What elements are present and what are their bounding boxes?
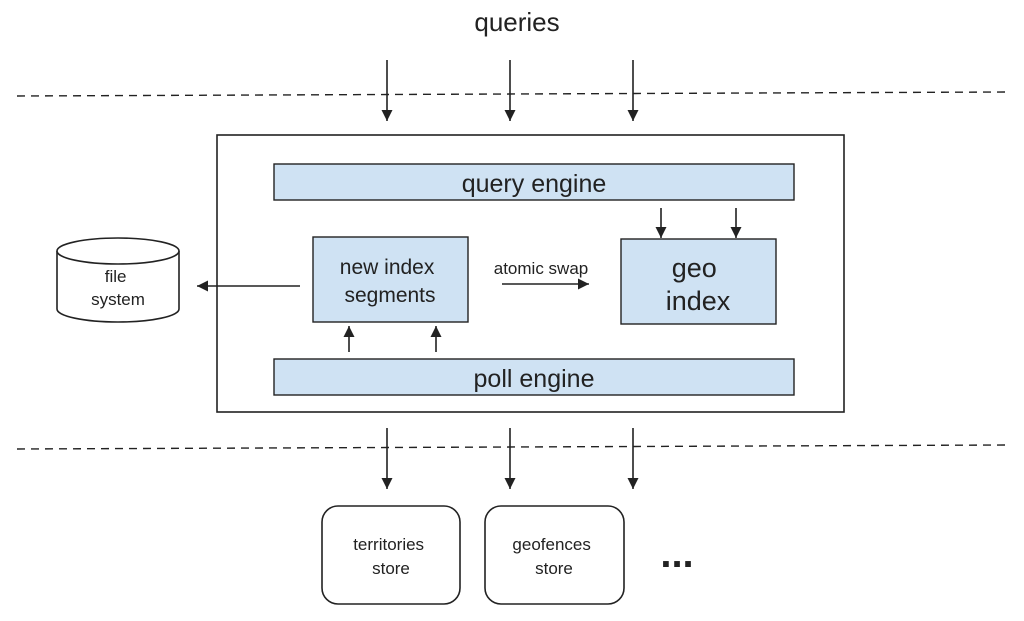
geo-index-line-2: index <box>666 286 731 316</box>
top-dashed-separator <box>16 91 1006 97</box>
geo-index-box <box>620 238 777 325</box>
more-stores-ellipsis: ... <box>660 532 693 576</box>
territories-store-line-2: store <box>372 559 410 578</box>
bottom-dashed-separator <box>16 444 1006 450</box>
new-index-segments-line-2: segments <box>344 284 435 307</box>
territories-store-label: territories store <box>353 535 429 578</box>
poll-engine-label: poll engine <box>474 365 595 393</box>
file-system-line-2: system <box>91 290 145 309</box>
queries-label: queries <box>474 7 559 37</box>
geofences-store-line-1: geofences <box>512 535 590 554</box>
geo-index-line-1: geo <box>672 253 717 283</box>
new-index-segments-line-1: new index <box>340 256 435 279</box>
geofences-store-label: geofences store <box>512 535 595 578</box>
atomic-swap-label: atomic swap <box>494 259 588 278</box>
file-system-line-1: file <box>105 267 127 286</box>
file-system-label: file system <box>91 267 145 309</box>
file-system-top <box>56 237 180 265</box>
territories-store-line-1: territories <box>353 535 424 554</box>
file-system-cylinder: file system <box>56 237 180 323</box>
query-engine-box <box>273 163 795 201</box>
new-index-segments-label: new index segments <box>340 256 440 307</box>
geofences-store-box <box>484 505 625 605</box>
query-engine-label: query engine <box>462 170 607 198</box>
poll-engine-box <box>273 358 795 396</box>
geo-index-label: geo index <box>666 253 731 316</box>
new-index-segments-box <box>312 236 469 323</box>
geofences-store-line-2: store <box>535 559 573 578</box>
file-system-body <box>56 251 180 323</box>
territories-store-box <box>321 505 461 605</box>
